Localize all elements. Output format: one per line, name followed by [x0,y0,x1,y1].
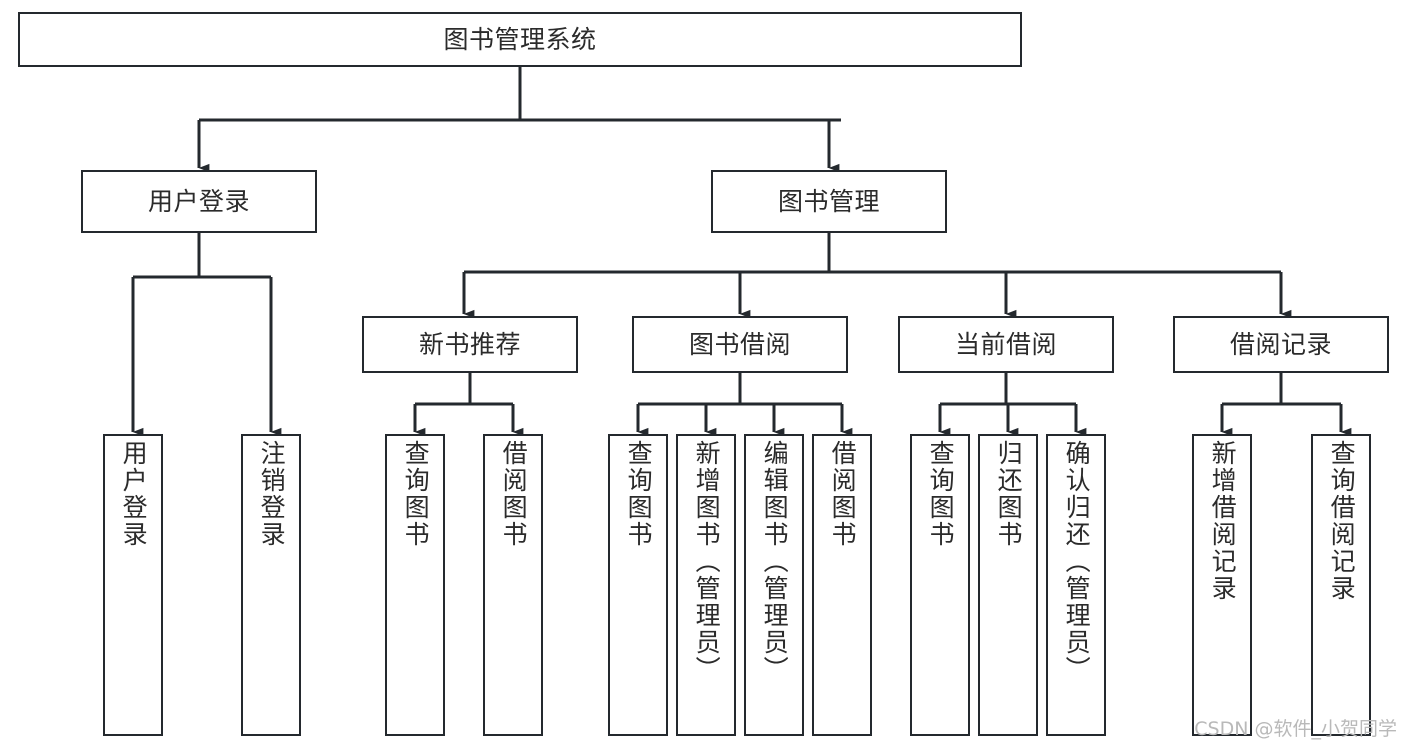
node-user-login[interactable]: 用户登录 [81,170,317,233]
leaf-node-query-book-current[interactable]: 查询图书 [910,434,970,736]
node-label: 归还图书 [994,440,1024,548]
node-label: 查询图书 [624,440,654,548]
node-label: 新书推荐 [418,329,521,359]
node-book-borrow[interactable]: 图书借阅 [632,316,848,373]
node-label: 查询借阅记录 [1327,440,1357,602]
node-label: 当前借阅 [954,329,1057,359]
node-label: 用户登录 [147,186,250,216]
leaf-node-borrow-book[interactable]: 借阅图书 [812,434,872,736]
leaf-node-query-borrow-record[interactable]: 查询借阅记录 [1311,434,1371,736]
node-label: 查询图书 [401,440,431,548]
node-label: 注销登录 [257,440,287,548]
node-label: 图书管理 [777,186,880,216]
node-label: 图书管理系统 [443,24,597,54]
node-label: 借阅图书 [499,440,529,548]
leaf-node-add-borrow-record[interactable]: 新增借阅记录 [1192,434,1252,736]
leaf-node-add-book-admin[interactable]: 新增图书（管理员） [676,434,736,736]
leaf-node-edit-book-admin[interactable]: 编辑图书（管理员） [744,434,804,736]
node-label: 图书借阅 [688,329,791,359]
node-label: 查询图书 [926,440,956,548]
node-new-book-recommend[interactable]: 新书推荐 [362,316,578,373]
node-label: 确认归还（管理员） [1062,440,1092,683]
node-label: 借阅记录 [1229,329,1332,359]
node-current-borrow[interactable]: 当前借阅 [898,316,1114,373]
leaf-node-user-login[interactable]: 用户登录 [103,434,163,736]
node-root-book-management-system[interactable]: 图书管理系统 [18,12,1022,67]
node-book-management[interactable]: 图书管理 [711,170,947,233]
csdn-watermark: CSDN @软件_小贺同学 [1194,718,1397,740]
node-label: 用户登录 [119,440,149,548]
leaf-node-query-book-recommend[interactable]: 查询图书 [385,434,445,736]
node-label: 新增图书（管理员） [692,440,722,683]
leaf-node-query-book-borrow[interactable]: 查询图书 [608,434,668,736]
leaf-node-return-book[interactable]: 归还图书 [978,434,1038,736]
node-borrow-record[interactable]: 借阅记录 [1173,316,1389,373]
leaf-node-logout-login[interactable]: 注销登录 [241,434,301,736]
leaf-node-confirm-return-admin[interactable]: 确认归还（管理员） [1046,434,1106,736]
node-label: 新增借阅记录 [1208,440,1238,602]
leaf-node-borrow-book-recommend[interactable]: 借阅图书 [483,434,543,736]
node-label: 编辑图书（管理员） [760,440,790,683]
node-label: 借阅图书 [828,440,858,548]
